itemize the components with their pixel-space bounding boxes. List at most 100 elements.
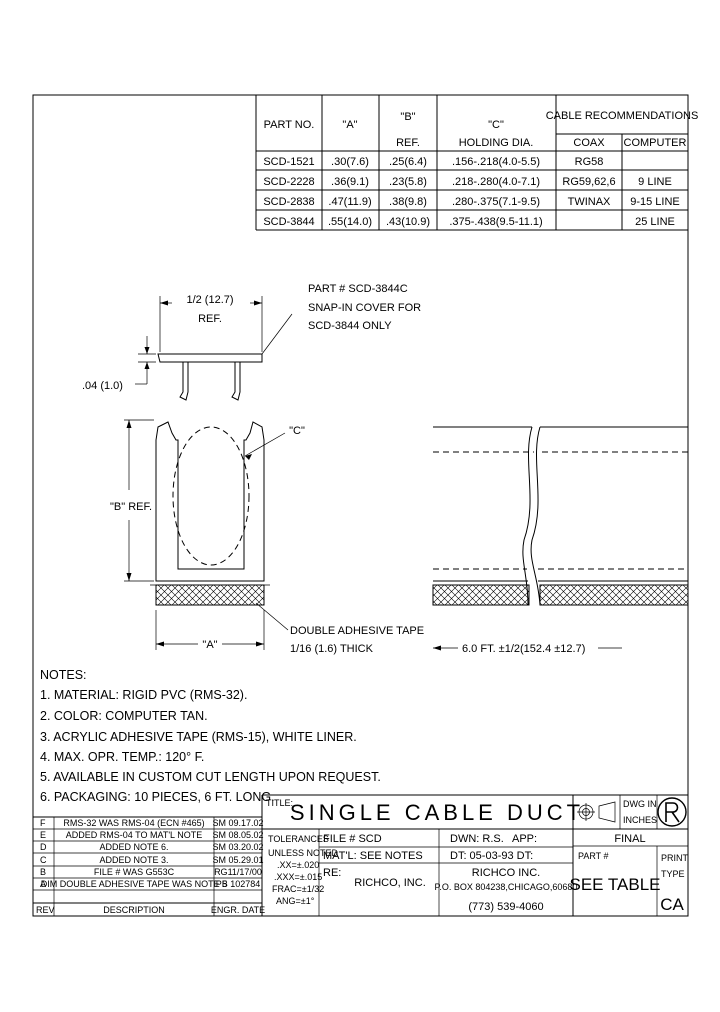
row-part: SCD-2228 <box>263 176 314 188</box>
row-coax: RG59,62,6 <box>562 176 615 188</box>
approved-label: APP: <box>512 833 537 845</box>
revision-row: C ADDED NOTE 3. SM 05.29.01 <box>40 855 264 865</box>
revision-row: E ADDED RMS-04 TO MAT'L NOTE SM 08.05.02 <box>40 830 264 840</box>
row-coax: RG58 <box>575 156 604 168</box>
row-computer: 9-15 LINE <box>630 196 680 208</box>
table-row: SCD-2838 .47(11.9) .38(9.8) .280-.375(7.… <box>263 196 679 208</box>
row-c: .280-.375(7.1-9.5) <box>452 196 540 208</box>
cover-desc-1: SNAP-IN COVER FOR <box>308 302 421 314</box>
row-a: .55(14.0) <box>328 216 372 228</box>
title-block: TITLE: SINGLE CABLE DUCT DWG IN INCHES T… <box>262 794 689 916</box>
header-computer: COMPUTER <box>624 137 687 149</box>
tolerance-xxx: .XXX=±.015 <box>274 872 322 882</box>
label-c: "C" <box>289 425 305 437</box>
notes-title: NOTES: <box>40 668 87 682</box>
revision-row: A DIM DOUBLE ADHESIVE TAPE WAS NOTE 5 PB… <box>40 879 260 889</box>
dwg-in-label: DWG IN <box>623 799 657 809</box>
rev-engr: SM 03.20.02 <box>212 842 263 852</box>
note-item: 3. ACRYLIC ADHESIVE TAPE (RMS-15), WHITE… <box>40 730 357 744</box>
date-label: DT: 05-03-93 DT: <box>450 850 533 862</box>
rev-engr: SM 09.17.02 <box>212 818 263 828</box>
header-coax: COAX <box>573 137 605 149</box>
part-number-value: SEE TABLE <box>569 875 660 894</box>
rev-head-rev: REV <box>36 905 55 915</box>
rev-desc: DIM DOUBLE ADHESIVE TAPE WAS NOTE 5 <box>41 879 227 889</box>
row-b: .43(10.9) <box>386 216 430 228</box>
row-part: SCD-3844 <box>263 216 314 228</box>
part-number-label: PART # <box>578 851 609 861</box>
dim-half-ref: REF. <box>198 313 222 325</box>
tolerances-label: TOLERANCES <box>268 834 329 844</box>
company-name-2: RICHCO INC. <box>472 867 540 879</box>
header-c-sub: HOLDING DIA. <box>459 137 534 149</box>
tape-label-1: DOUBLE ADHESIVE TAPE <box>290 625 424 637</box>
table-row: SCD-1521 .30(7.6) .25(6.4) .156-.218(4.0… <box>263 156 603 168</box>
revision-row: F RMS-32 WAS RMS-04 (ECN #465) SM 09.17.… <box>40 818 264 828</box>
company-name: RICHCO, INC. <box>354 877 426 889</box>
duct-length-view <box>432 426 689 651</box>
inches-label: INCHES <box>623 815 657 825</box>
snap-in-cover <box>135 296 293 401</box>
rev-letter: F <box>40 818 46 828</box>
row-part: SCD-1521 <box>263 156 314 168</box>
row-a: .36(9.1) <box>331 176 369 188</box>
note-item: 4. MAX. OPR. TEMP.: 120° F. <box>40 750 204 764</box>
rev-engr: SM 08.05.02 <box>212 830 263 840</box>
row-a: .47(11.9) <box>328 196 371 208</box>
header-b-ref: REF. <box>396 137 420 149</box>
rev-engr: SM 05.29.01 <box>212 855 263 865</box>
label-b-ref: "B" REF. <box>110 501 152 513</box>
revision-row: D ADDED NOTE 6. SM 03.20.02 <box>40 842 264 852</box>
note-item: 6. PACKAGING: 10 PIECES, 6 FT. LONG. <box>40 790 275 804</box>
row-part: SCD-2838 <box>263 196 314 208</box>
header-b: "B" <box>400 111 415 123</box>
rev-letter: C <box>40 855 47 865</box>
length-label: 6.0 FT. ±1/2(152.4 ±12.7) <box>462 643 585 655</box>
drawn-by: DWN: R.S. <box>450 833 504 845</box>
type-label: TYPE <box>661 869 685 879</box>
rev-desc: ADDED RMS-04 TO MAT'L NOTE <box>66 830 202 840</box>
row-b: .25(6.4) <box>389 156 427 168</box>
company-address: P.O. BOX 804238,CHICAGO,60680 <box>435 882 578 892</box>
revision-table: F RMS-32 WAS RMS-04 (ECN #465) SM 09.17.… <box>33 795 265 916</box>
cover-desc-2: SCD-3844 ONLY <box>308 320 392 332</box>
label-a: "A" <box>202 639 217 651</box>
note-item: 1. MATERIAL: RIGID PVC (RMS-32). <box>40 688 247 702</box>
row-computer: 9 LINE <box>638 176 672 188</box>
duct-cross-section <box>124 419 289 650</box>
final-label: FINAL <box>614 833 645 845</box>
row-c: .218-.280(4.0-7.1) <box>452 176 540 188</box>
header-part-no: PART NO. <box>264 119 315 131</box>
rev-letter: D <box>40 842 47 852</box>
re-label: RE: <box>323 867 341 879</box>
print-label: PRINT <box>661 853 689 863</box>
row-a: .30(7.6) <box>331 156 369 168</box>
richco-logo-icon <box>657 797 687 827</box>
rev-desc: ADDED NOTE 6. <box>99 842 168 852</box>
company-phone: (773) 539-4060 <box>468 901 543 913</box>
type-value: CA <box>660 895 684 914</box>
row-c: .156-.218(4.0-5.5) <box>452 156 540 168</box>
cover-part-label: PART # SCD-3844C <box>308 283 408 295</box>
rev-desc: ADDED NOTE 3. <box>99 855 168 865</box>
table-row: SCD-3844 .55(14.0) .43(10.9) .375-.438(9… <box>263 216 675 228</box>
row-c: .375-.438(9.5-11.1) <box>449 216 542 228</box>
title-label: TITLE: <box>266 798 293 808</box>
projection-icon <box>577 801 616 823</box>
sheet-border <box>32 94 689 917</box>
unless-noted-label: UNLESS NOTED <box>268 848 339 858</box>
header-c: "C" <box>488 119 504 131</box>
rev-engr: RG11/17/00 <box>214 867 262 877</box>
rev-engr: PB 102784 <box>216 879 261 889</box>
dim-thickness-label: .04 (1.0) <box>82 380 123 392</box>
rev-head-desc: DESCRIPTION <box>103 905 165 915</box>
header-cable-rec: CABLE RECOMMENDATIONS <box>546 110 699 122</box>
row-b: .23(5.8) <box>389 176 427 188</box>
rev-letter: B <box>40 867 46 877</box>
notes-section: NOTES: 1. MATERIAL: RIGID PVC (RMS-32). … <box>40 668 381 804</box>
rev-letter: E <box>40 830 46 840</box>
drawing-title: SINGLE CABLE DUCT <box>290 800 584 825</box>
rev-letter: A <box>40 879 46 889</box>
note-item: 2. COLOR: COMPUTER TAN. <box>40 709 208 723</box>
